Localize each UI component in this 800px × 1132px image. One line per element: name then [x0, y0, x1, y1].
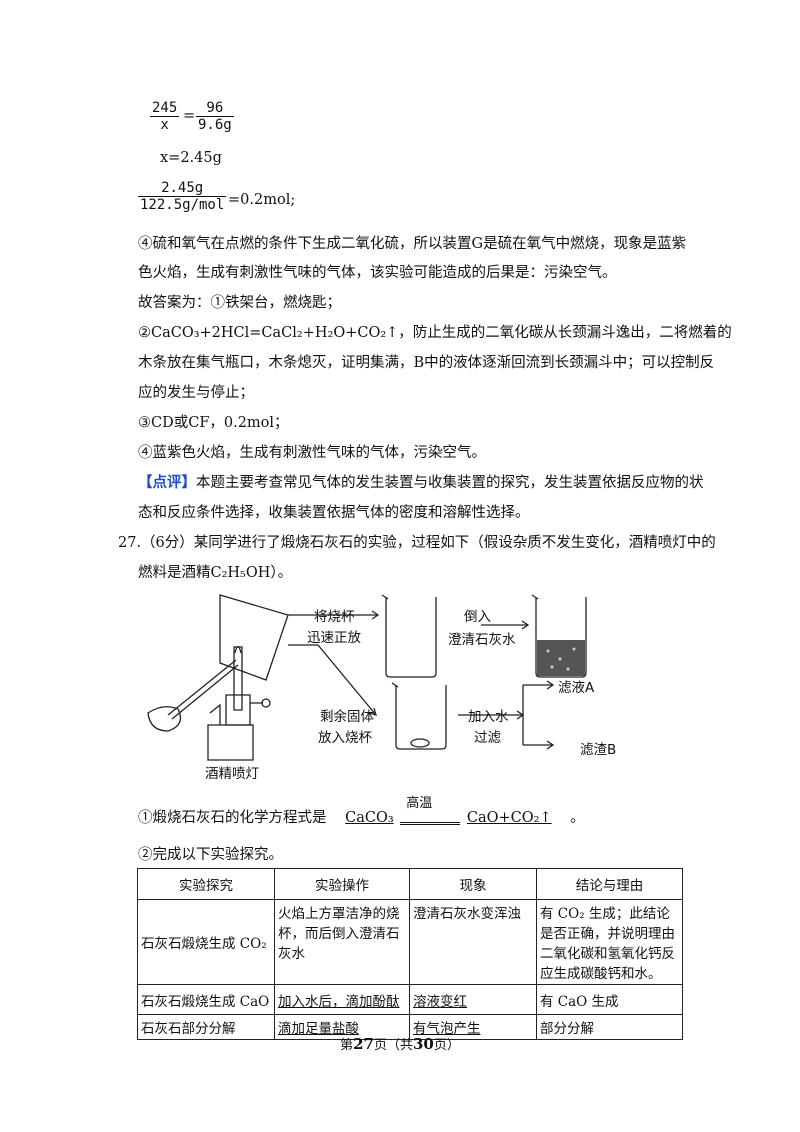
fraction-245-over-x: 245 x [150, 100, 180, 133]
comment-tag: 【点评】 [138, 474, 196, 491]
equals-sign: = [183, 108, 196, 124]
experiment-table: 实验探究 实验操作 现象 结论与理由 石灰石煅烧生成 CO₂ 火焰上方罩洁净的烧… [137, 868, 683, 1040]
cell: 石灰石煅烧生成 CO₂ [137, 899, 275, 985]
label-step1a: 将烧杯 [314, 609, 355, 625]
lamp-flame [234, 645, 242, 654]
comment-text-1: 本题主要考查常见气体的发生装置与收集装置的探究，发生装置依据反应物的状 [196, 475, 704, 491]
q2-line: ②完成以下实验探究。 [138, 847, 283, 863]
header-conclusion: 结论与理由 [536, 868, 683, 900]
label-filtrate: 滤液A [558, 680, 595, 696]
label-step3a: 剩余固体 [320, 709, 374, 725]
table-header-row: 实验探究 实验操作 现象 结论与理由 [137, 868, 683, 900]
answer-2-line2: 木条放在集气瓶口，木条熄灭，证明集满，B中的液体逐渐回流到长颈漏斗中；可以控制反 [138, 355, 715, 371]
inverted-beaker [219, 594, 289, 681]
footer-pre: 第 [340, 1038, 354, 1053]
answer-4: ④蓝紫色火焰，生成有刺激性气味的气体，污染空气。 [138, 445, 486, 461]
lamp-base [207, 724, 254, 761]
header-phenomenon: 现象 [409, 868, 537, 900]
footer-mid: 页（共 [373, 1038, 413, 1053]
table-row: 石灰石部分分解 滴加足量盐酸 有气泡产生 部分分解 [137, 1014, 683, 1040]
moles-result: =0.2mol; [228, 192, 296, 208]
header-operation: 实验操作 [274, 868, 410, 900]
header-explore: 实验探究 [137, 868, 275, 900]
lamp-chimney [233, 646, 243, 711]
solid-residue [410, 738, 430, 748]
cell: 有 CaO 生成 [536, 984, 683, 1015]
fraction-moles: 2.45g 122.5g/mol [138, 180, 227, 213]
answer-intro: 故答案为：①铁架台，燃烧匙； [138, 295, 341, 311]
q1-condition: 高温 [406, 795, 433, 811]
answer-3: ③CD或CF，0.2mol； [138, 415, 289, 431]
question-27-line2: 燃料是酒精C₂H₅OH）。 [138, 565, 293, 581]
beaker-4 [391, 682, 447, 750]
cell: 澄清石灰水变浑浊 [409, 899, 537, 985]
page-footer: 第27页（共30页） [0, 1034, 800, 1053]
hand [147, 706, 182, 732]
cell: 溶液变红 [409, 984, 537, 1015]
beaker-3 [531, 594, 587, 678]
q1-suffix: 。 [570, 810, 585, 826]
analysis-p4-line2: 色火焰，生成有刺激性气味的气体，该实验可能造成的后果是：污染空气。 [138, 265, 617, 281]
label-step4b: 过滤 [474, 730, 501, 746]
q1-arrow: 高温 [400, 796, 461, 825]
cell: 部分分解 [536, 1014, 683, 1040]
label-step2b: 澄清石灰水 [448, 632, 516, 648]
cell: 有气泡产生 [409, 1014, 537, 1040]
cell: 加入水后，滴加酚酞 [274, 984, 410, 1015]
table-row: 石灰石煅烧生成 CaO 加入水后，滴加酚酞 溶液变红 有 CaO 生成 [137, 984, 683, 1015]
footer-page: 27 [353, 1035, 374, 1053]
comment-line2: 态和反应条件选择，收集装置依据气体的密度和溶解性选择。 [138, 505, 530, 521]
label-lamp: 酒精喷灯 [205, 766, 259, 782]
q1-reactant: CaCO₃ [345, 810, 394, 826]
label-step1b: 迅速正放 [307, 630, 361, 646]
q1-line: ①煅烧石灰石的化学方程式是 CaCO₃ 高温 CaO+CO₂↑ 。 [138, 796, 585, 827]
cell: 有 CO₂ 生成；此结论是否正确，并说明理由二氧化碳和氢氧化钙反应生成碳酸钙和水… [536, 899, 683, 985]
label-residue: 滤渣B [580, 742, 617, 758]
answer-2-line3: 应的发生与停止； [138, 385, 254, 401]
footer-total: 30 [413, 1035, 434, 1053]
arrow-split [522, 684, 553, 746]
q1-products: CaO+CO₂↑ [466, 810, 552, 826]
question-27-line1: 27.（6分）某同学进行了煅烧石灰石的实验，过程如下（假设杂质不发生变化，酒精喷… [118, 535, 716, 551]
fraction-96-over-9.6g: 96 9.6g [196, 100, 234, 133]
answer-2-line1: ②CaCO₃+2HCl=CaCl₂+H₂O+CO₂↑，防止生成的二氧化碳从长颈漏… [138, 325, 732, 341]
table-row: 石灰石煅烧生成 CO₂ 火焰上方罩洁净的烧杯，而后倒入澄清石灰水 澄清石灰水变浑… [137, 899, 683, 985]
arrow-lamp-to-step3 [288, 644, 377, 716]
cell: 滴加足量盐酸 [274, 1014, 410, 1040]
x-result: x=2.45g [160, 150, 222, 166]
label-step4a: 加入水 [468, 709, 509, 725]
footer-post: 页） [433, 1038, 460, 1053]
tongs [167, 659, 239, 720]
lamp-knob [261, 698, 271, 708]
label-step3b: 放入烧杯 [318, 730, 372, 746]
analysis-p4-line1: ④硫和氧气在点燃的条件下生成二氧化硫，所以装置G是硫在氧气中燃烧，现象是蓝紫 [138, 236, 687, 252]
beaker-2 [381, 594, 437, 678]
lamp-side [209, 703, 221, 725]
label-step2a: 倒入 [464, 609, 491, 625]
comment-line1: 【点评】本题主要考查常见气体的发生装置与收集装置的探究，发生装置依据反应物的状 [138, 471, 704, 492]
experiment-diagram [147, 594, 587, 761]
cell: 石灰石煅烧生成 CaO [137, 984, 275, 1015]
q1-prefix: ①煅烧石灰石的化学方程式是 [138, 810, 327, 826]
cell: 火焰上方罩洁净的烧杯，而后倒入澄清石灰水 [274, 899, 410, 985]
cell: 石灰石部分分解 [137, 1014, 275, 1040]
